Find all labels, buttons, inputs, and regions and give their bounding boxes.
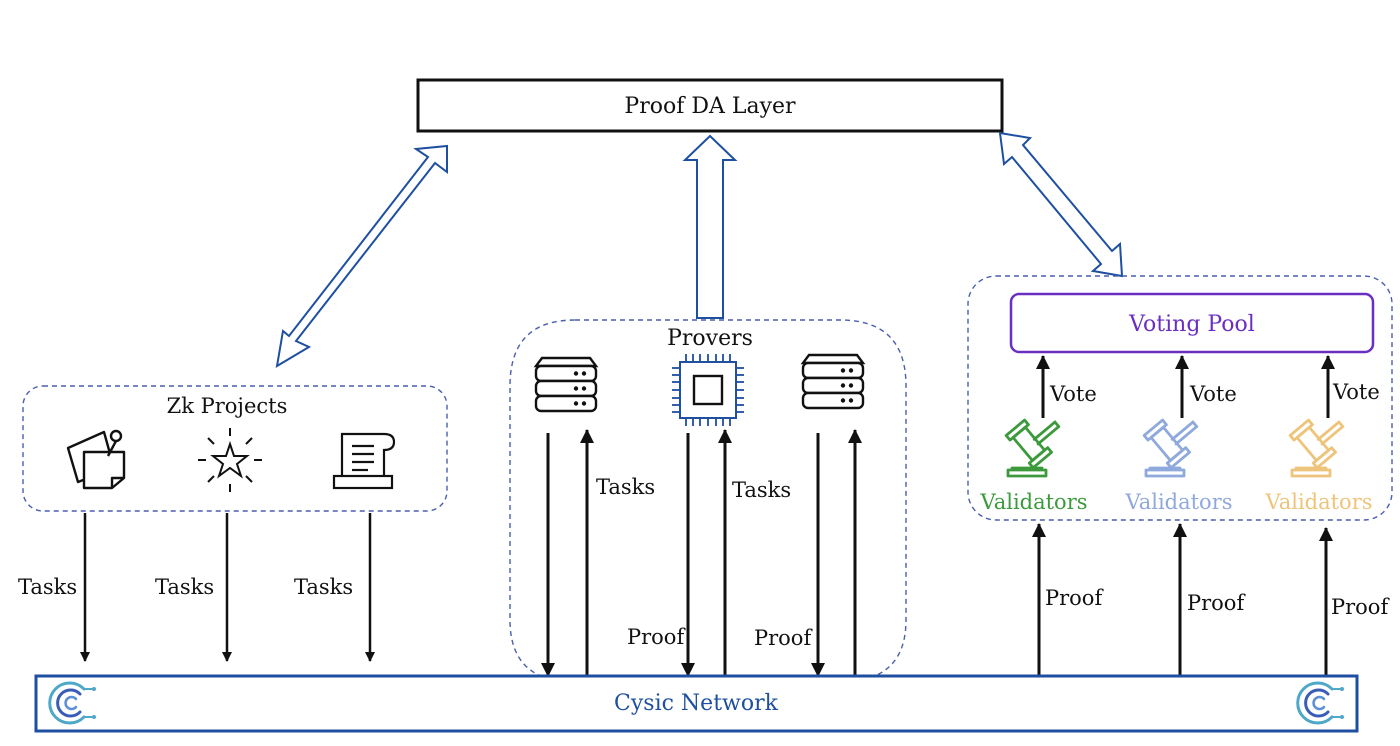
scroll-document-icon <box>332 432 396 490</box>
prover-proof-label-2: Proof <box>754 626 813 650</box>
zk-task-label-1: Tasks <box>18 575 77 599</box>
vote-label-1: Vote <box>1049 382 1097 406</box>
sparkle-star-icon <box>198 428 262 492</box>
validator-label-1: Validators <box>979 490 1087 514</box>
up-arrow-center <box>682 134 738 319</box>
cysic-network-bar: Cysic Network <box>34 674 1359 733</box>
gavel-icon <box>1288 418 1345 478</box>
validator-proof-label-1: Proof <box>1045 586 1104 610</box>
prover-task-label-2: Tasks <box>732 478 791 502</box>
provers-group: Provers <box>509 319 907 683</box>
zk-projects-group: Zk Projects <box>22 385 448 512</box>
proof-da-layer-label: Proof DA Layer <box>624 94 796 119</box>
cpu-chip-icon <box>672 354 744 426</box>
gavel-icon <box>1004 418 1061 478</box>
vote-label-3: Vote <box>1332 380 1380 404</box>
server-rack-icon <box>533 356 599 413</box>
provers-title: Provers <box>667 326 753 351</box>
prover-task-label-1: Tasks <box>596 475 655 499</box>
voting-pool-box <box>1009 292 1375 354</box>
voting-pool-label: Voting Pool <box>1128 312 1255 337</box>
proof-da-layer: Proof DA Layer <box>416 78 1004 133</box>
zk-projects-title: Zk Projects <box>167 394 288 418</box>
zk-task-label-2: Tasks <box>155 575 214 599</box>
validator-proof-arrows <box>1032 523 1333 676</box>
validator-proof-label-3: Proof <box>1331 595 1390 619</box>
cysic-network-label: Cysic Network <box>614 691 779 716</box>
gavel-icon <box>1142 418 1199 478</box>
voting-group: Voting Pool <box>967 275 1393 521</box>
zk-task-arrows <box>80 513 375 662</box>
zk-task-label-3: Tasks <box>294 575 353 599</box>
double-arrow-left <box>275 144 448 368</box>
vote-label-2: Vote <box>1189 382 1237 406</box>
validator-label-2: Validators <box>1124 490 1232 514</box>
validator-label-3: Validators <box>1264 490 1372 514</box>
cysic-logo-icon <box>48 681 96 725</box>
cysic-logo-icon <box>1296 681 1344 725</box>
double-arrow-right <box>998 131 1124 278</box>
sticky-notes-icon <box>66 429 126 490</box>
server-rack-icon <box>800 353 866 410</box>
prover-proof-label-1: Proof <box>627 625 686 649</box>
validator-proof-label-2: Proof <box>1187 591 1246 615</box>
vote-arrows <box>1036 355 1335 418</box>
prover-arrows <box>541 429 862 677</box>
